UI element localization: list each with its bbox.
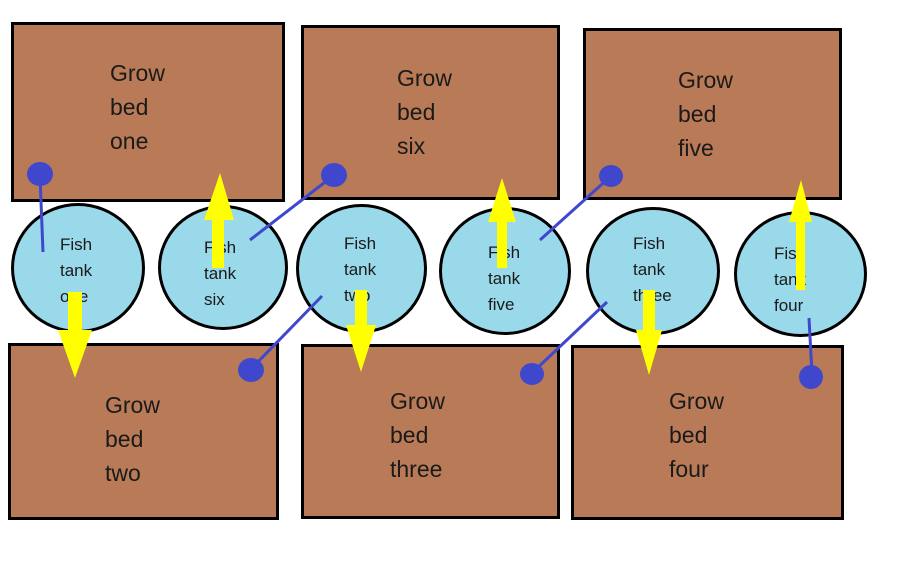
fish-tank-three: Fish tank three (586, 207, 720, 335)
grow-bed-one-label: Grow bed one (110, 60, 165, 154)
fish-tank-three-label: Fish tank three (633, 234, 672, 305)
fish-tank-one: Fish tank one (11, 203, 145, 333)
grow-bed-two-label: Grow bed two (105, 392, 160, 486)
grow-bed-six: Grow bed six (301, 25, 560, 200)
grow-bed-six-label: Grow bed six (397, 65, 452, 159)
fish-tank-five: Fish tank five (439, 207, 571, 335)
grow-bed-five-label: Grow bed five (678, 67, 733, 161)
grow-bed-three: Grow bed three (301, 344, 560, 519)
fish-tank-six: Fish tank six (158, 205, 288, 330)
fish-tank-two-label: Fish tank two (344, 234, 377, 305)
fish-tank-one-label: Fish tank one (60, 235, 93, 306)
grow-bed-one: Grow bed one (11, 22, 285, 202)
fish-tank-four: Fish tank four (734, 211, 867, 337)
grow-bed-three-label: Grow bed three (390, 388, 445, 482)
grow-bed-four-label: Grow bed four (669, 388, 724, 482)
grow-bed-four: Grow bed four (571, 345, 844, 520)
grow-bed-five: Grow bed five (583, 28, 842, 200)
grow-bed-two: Grow bed two (8, 343, 279, 520)
fish-tank-four-label: Fish tank four (774, 244, 807, 315)
fish-tank-two: Fish tank two (296, 204, 427, 333)
fish-tank-six-label: Fish tank six (204, 238, 237, 309)
fish-tank-five-label: Fish tank five (488, 243, 521, 314)
